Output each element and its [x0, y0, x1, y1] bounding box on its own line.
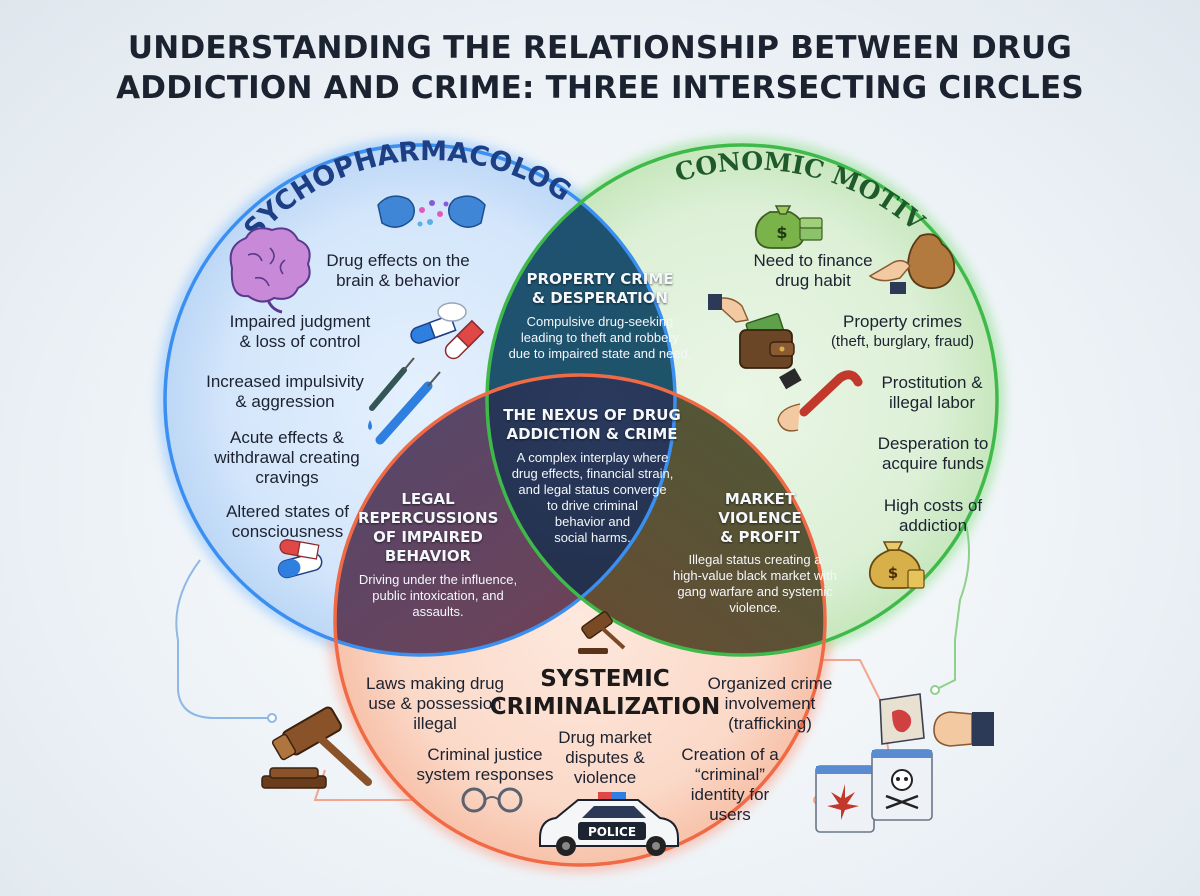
- crowbar-icon: [777, 368, 863, 432]
- pills-icon: [410, 302, 485, 360]
- overlap-property-crime-body: Compulsive drug-seeking leading to theft…: [508, 314, 692, 361]
- gavel-small-icon: [578, 611, 626, 654]
- systemic-item-criminal-identity: Creation of a “criminal” identity for us…: [681, 745, 779, 824]
- hand-with-money-bag-icon: [868, 233, 956, 294]
- wallet-icon: [708, 294, 795, 369]
- map-evidence-icon: [879, 693, 925, 745]
- economic-item-high-costs: High costs of addiction: [883, 496, 983, 535]
- psycho-item-brain-behavior: Drug effects on the brain & behavior: [326, 251, 470, 290]
- svg-text:$: $: [776, 223, 787, 242]
- economic-item-desperation: Desperation to acquire funds: [877, 434, 989, 473]
- systemic-item-justice-system: Criminal justice system responses: [416, 745, 554, 784]
- overlap-market-violence-body: Illegal status creating a high-value bla…: [672, 552, 838, 615]
- svg-text:POLICE: POLICE: [588, 825, 636, 839]
- gavel-icon: [261, 706, 372, 789]
- syringe-icon: [368, 357, 441, 445]
- capsule-icon: [277, 539, 323, 579]
- money-bags-icon: $: [754, 205, 823, 249]
- overlap-property-crime-title: PROPERTY CRIME & DESPERATION: [526, 270, 674, 307]
- synapse-icon: [377, 195, 486, 228]
- systemic-circle-label: SYSTEMIC CRIMINALIZATION: [489, 666, 721, 720]
- systemic-item-organized-crime: Organized crime involvement (trafficking…: [707, 674, 833, 733]
- psycho-item-withdrawal: Acute effects & withdrawal creating crav…: [214, 428, 360, 487]
- economic-item-finance-habit: Need to finance drug habit: [753, 251, 873, 290]
- economic-item-property-crimes: Property crimes (theft, burglary, fraud): [830, 312, 975, 350]
- drug-bags-icon: [815, 749, 933, 833]
- systemic-item-laws: Laws making drug use & possession illega…: [366, 674, 504, 733]
- money-bag-small-icon: $: [868, 541, 925, 589]
- title-line-1: UNDERSTANDING THE RELATIONSHIP BETWEEN D…: [127, 30, 1073, 66]
- police-car-icon: POLICE: [539, 792, 679, 856]
- overlap-legal-repercussions-body: Driving under the influence, public into…: [358, 572, 518, 619]
- overlap-nexus-body: A complex interplay where drug effects, …: [511, 450, 674, 545]
- overlap-market-violence-title: MARKET VIOLENCE & PROFIT: [718, 490, 802, 546]
- svg-text:$: $: [888, 564, 898, 582]
- title-line-2: ADDICTION AND CRIME: THREE INTERSECTING …: [116, 70, 1084, 106]
- handcuffs-icon: [461, 787, 523, 813]
- fist-icon: [933, 711, 994, 747]
- overlap-legal-repercussions-title: LEGAL REPERCUSSIONS OF IMPAIRED BEHAVIOR: [358, 490, 499, 565]
- psycho-item-altered-states: Altered states of consciousness: [226, 502, 349, 541]
- overlap-nexus-title: THE NEXUS OF DRUG ADDICTION & CRIME: [503, 406, 681, 443]
- economic-item-prostitution: Prostitution & illegal labor: [881, 373, 983, 412]
- brain-icon: [229, 227, 311, 314]
- psycho-item-impulsivity: Increased impulsivity & aggression: [206, 372, 364, 411]
- psycho-item-impaired-judgment: Impaired judgment & loss of control: [229, 312, 371, 351]
- page-title: UNDERSTANDING THE RELATIONSHIP BETWEEN D…: [0, 28, 1200, 108]
- systemic-item-market-disputes: Drug market disputes & violence: [558, 728, 652, 787]
